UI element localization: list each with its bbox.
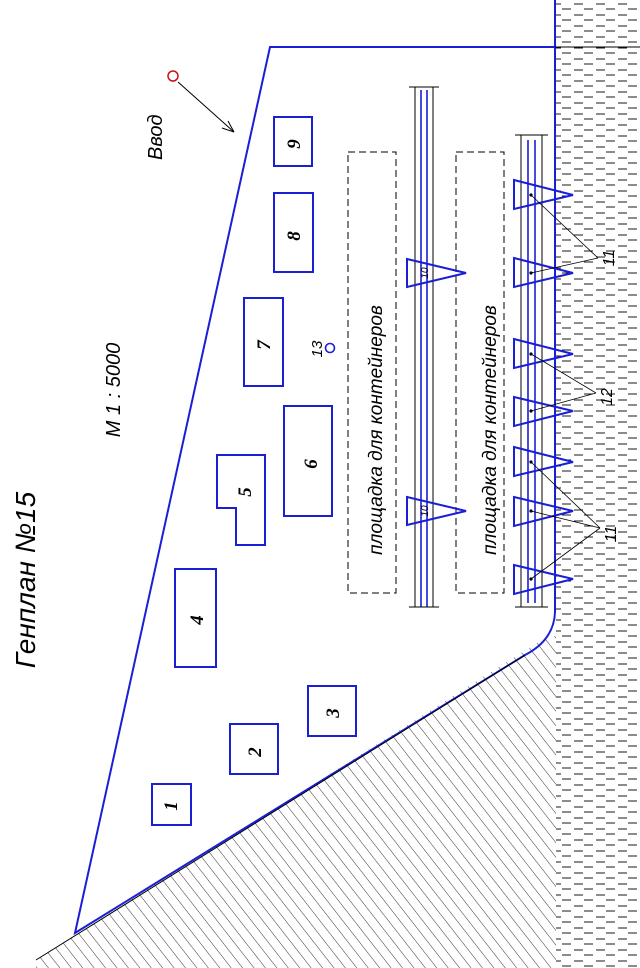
building-label-2: 2 — [245, 747, 266, 758]
container-area-1 — [347, 151, 397, 594]
building-label-9: 9 — [284, 139, 305, 149]
leader-lines — [530, 194, 601, 580]
entrance-arrowhead — [221, 120, 235, 133]
point-13-label: 13 — [309, 340, 326, 357]
quay-crane — [513, 337, 574, 370]
container-area-label-1: площадка для контейнеров — [366, 305, 387, 555]
ground-hatch — [36, 636, 556, 968]
plan-scale: М 1 : 5000 — [103, 343, 125, 438]
quay-crane — [513, 395, 574, 428]
container-area-label-2: площадка для контейнеров — [480, 305, 501, 555]
callout-11-top: 11 — [601, 250, 618, 267]
building-6 — [283, 405, 333, 517]
building-label-4: 4 — [187, 615, 208, 626]
building-3 — [307, 685, 357, 737]
building-5 — [216, 454, 266, 546]
building-label-5: 5 — [235, 487, 256, 497]
crane-rails-inner — [409, 86, 439, 608]
crane-rails-quay — [515, 134, 548, 608]
callout-11-bottom: 11 — [603, 526, 620, 543]
quay-crane — [513, 495, 574, 528]
building-8 — [273, 192, 314, 273]
building-7 — [243, 297, 284, 387]
building-label-6: 6 — [301, 459, 322, 469]
plan-title: Генплан №15 — [10, 491, 41, 668]
embankment-edge — [35, 654, 526, 961]
point-13-icon — [324, 342, 336, 354]
entrance-point-icon — [167, 70, 179, 82]
building-1 — [151, 783, 192, 826]
crane-10-bottom: 10 — [406, 495, 467, 527]
entrance-arrow-icon — [177, 81, 235, 133]
quay-crane — [513, 178, 574, 211]
crane-10-bottom-label: 10 — [420, 505, 431, 517]
building-2 — [229, 723, 279, 775]
container-area-2 — [455, 151, 505, 594]
building-label-7: 7 — [254, 339, 275, 350]
building-4 — [174, 568, 217, 668]
crane-10-top-label: 10 — [420, 267, 431, 279]
entrance-label: Ввод — [145, 114, 167, 160]
building-label-3: 3 — [323, 708, 344, 719]
quay-crane — [513, 256, 574, 289]
water-area — [556, 0, 640, 968]
callout-12: 12 — [599, 388, 616, 406]
building-9 — [273, 116, 313, 167]
building-label-1: 1 — [161, 801, 182, 811]
quay-crane — [513, 563, 574, 596]
building-label-8: 8 — [284, 231, 305, 241]
crane-10-top: 10 — [406, 257, 467, 289]
quay-crane — [513, 445, 574, 478]
buildings: 1 2 3 4 5 6 7 8 9 — [151, 116, 357, 826]
